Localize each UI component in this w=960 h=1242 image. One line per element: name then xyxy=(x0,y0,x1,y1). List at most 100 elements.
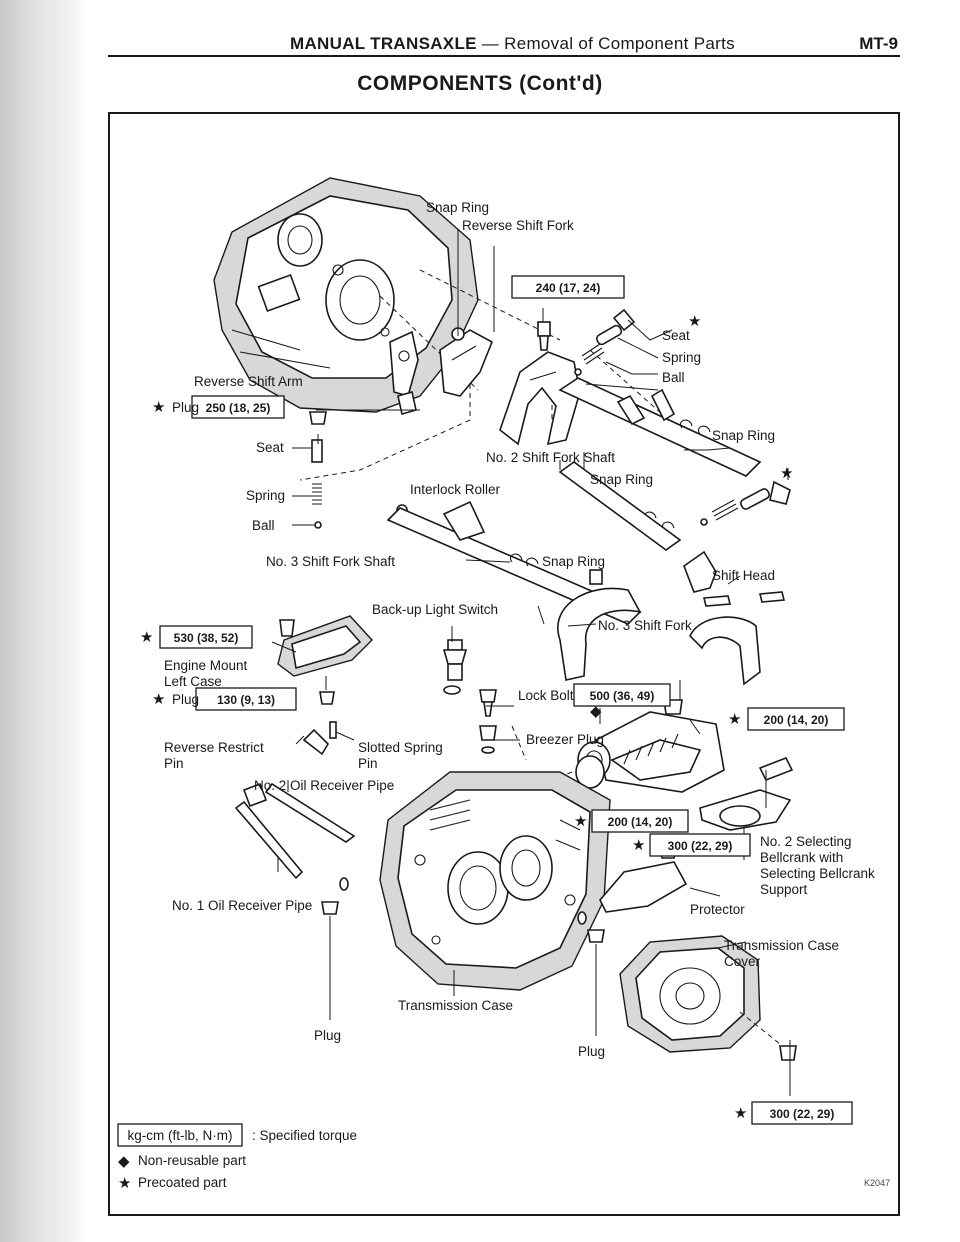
label-no2-shift-fork-shaft: No. 2 Shift Fork Shaft xyxy=(486,450,615,465)
header-section: MANUAL TRANSAXLE xyxy=(290,34,477,53)
label-slotted-spring-1: Slotted Spring xyxy=(358,740,443,755)
selecting-bellcrank-drawing xyxy=(577,699,794,831)
precoated-star-icon: ★ xyxy=(734,1104,747,1122)
label-slotted-spring-2: Pin xyxy=(358,756,378,771)
label-backup-light-switch: Back-up Light Switch xyxy=(372,602,498,617)
label-transmission-case: Transmission Case xyxy=(398,998,513,1013)
legend-nonreusable: Non-reusable part xyxy=(138,1153,246,1168)
precoated-star-icon: ★ xyxy=(140,628,153,646)
torque-box-200b xyxy=(591,809,689,833)
nonreusable-diamond-icon: ◆ xyxy=(590,702,602,720)
torque-500: 500 (36, 49) xyxy=(590,689,655,703)
shift-head-drawing xyxy=(683,550,786,607)
no3-shift-fork-drawing xyxy=(557,569,761,686)
label-lock-bolt: Lock Bolt xyxy=(518,688,574,703)
label-interlock-roller: Interlock Roller xyxy=(410,482,501,497)
header-subsection: — Removal of Component Parts xyxy=(476,34,735,53)
label-spring-right: Spring xyxy=(662,350,701,365)
precoated-star-icon: ★ xyxy=(152,398,165,416)
label-plug-1: Plug xyxy=(172,400,199,415)
legend-diamond-icon: ◆ xyxy=(118,1152,130,1170)
torque-box-130 xyxy=(195,687,297,711)
torque-box-250 xyxy=(191,395,285,419)
label-no2-selecting-1: No. 2 Selecting xyxy=(760,834,852,849)
label-reverse-restrict-2: Pin xyxy=(164,756,184,771)
torque-200b: 200 (14, 20) xyxy=(608,815,673,829)
torque-box-300b xyxy=(751,1101,853,1125)
lock-bolt-drawing xyxy=(479,689,497,717)
torque-box-300a xyxy=(649,833,751,857)
label-spring-left: Spring xyxy=(246,488,285,503)
label-shift-head: Shift Head xyxy=(712,568,775,583)
label-no3-shift-fork-shaft: No. 3 Shift Fork Shaft xyxy=(266,554,395,569)
section-title: COMPONENTS (Cont'd) xyxy=(357,72,603,95)
precoated-star-icon: ★ xyxy=(688,312,701,330)
label-no2-oil-receiver-pipe: No. 2 Oil Receiver Pipe xyxy=(254,778,394,793)
torque-530: 530 (38, 52) xyxy=(174,631,239,645)
seat-spring-ball-right-drawing xyxy=(574,308,636,376)
legend-unit-desc: : Specified torque xyxy=(252,1128,357,1143)
transmission-case-cover-drawing xyxy=(619,935,797,1061)
label-ball-right: Ball xyxy=(662,370,685,385)
label-no2-selecting-4: Support xyxy=(760,882,808,897)
label-snap-ring-top: Snap Ring xyxy=(426,200,489,215)
torque-240: 240 (17, 24) xyxy=(536,281,601,295)
legend-unit-text: kg-cm (ft-lb, N·m) xyxy=(128,1128,233,1143)
torque-300b: 300 (22, 29) xyxy=(770,1107,835,1121)
no2-shift-fork-drawing xyxy=(499,351,581,446)
no2-oil-receiver-pipe-drawing xyxy=(242,782,356,843)
no2-shift-fork-shaft-drawing xyxy=(558,377,762,477)
engine-mount-drawing xyxy=(277,615,373,677)
label-no2-selecting-2: Bellcrank with xyxy=(760,850,843,865)
torque-200a: 200 (14, 20) xyxy=(764,713,829,727)
label-snap-ring-right: Snap Ring xyxy=(712,428,775,443)
label-seat-right: Seat xyxy=(662,328,690,343)
torque-box-200a xyxy=(747,707,845,731)
precoated-star-icon: ★ xyxy=(728,710,741,728)
reverse-restrict-pin-drawing xyxy=(302,721,337,756)
reverse-shift-fork-drawing xyxy=(439,327,494,397)
label-ball-left: Ball xyxy=(252,518,275,533)
label-snap-ring-mid: Snap Ring xyxy=(590,472,653,487)
legend-unit-box xyxy=(117,1123,243,1147)
snap-ring-right-drawing xyxy=(680,419,711,435)
transmission-case-drawing xyxy=(379,771,611,991)
no1-oil-receiver-pipe-drawing xyxy=(234,800,304,880)
label-transmission-case-cover-2: Cover xyxy=(724,954,761,969)
precoated-star-icon: ★ xyxy=(780,464,793,482)
label-plug-bottom-left: Plug xyxy=(314,1028,341,1043)
legend-precoated: Precoated part xyxy=(138,1175,227,1190)
gasket-bottom-mid-drawing xyxy=(577,911,587,925)
precoated-star-icon: ★ xyxy=(152,690,165,708)
torque-box-530 xyxy=(159,625,253,649)
label-snap-ring-lower: Snap Ring xyxy=(542,554,605,569)
label-breezer-plug: Breezer Plug xyxy=(526,732,604,747)
label-reverse-restrict-1: Reverse Restrict xyxy=(164,740,264,755)
figure-frame xyxy=(108,112,900,1216)
plug-bottom-mid-drawing xyxy=(587,929,605,943)
backup-light-switch-drawing xyxy=(442,639,468,695)
precoated-star-icon: ★ xyxy=(632,836,645,854)
page-spine-shadow xyxy=(0,0,88,1242)
label-no1-oil-receiver-pipe: No. 1 Oil Receiver Pipe xyxy=(172,898,312,913)
torque-300a: 300 (22, 29) xyxy=(668,839,733,853)
bolt-240-drawing xyxy=(537,321,551,351)
label-plug-2: Plug xyxy=(172,692,199,707)
plug-bottom-left-drawing xyxy=(321,901,339,915)
label-no2-selecting-3: Selecting Bellcrank xyxy=(760,866,875,881)
label-plug-bottom-mid: Plug xyxy=(578,1044,605,1059)
torque-130: 130 (9, 13) xyxy=(217,693,275,707)
plug-spring-ball-far-right-drawing xyxy=(700,480,791,526)
label-seat-left: Seat xyxy=(256,440,284,455)
seat-spring-ball-left-drawing xyxy=(309,411,327,529)
label-protector: Protector xyxy=(690,902,745,917)
label-engine-mount-2: Left Case xyxy=(164,674,222,689)
label-no3-shift-fork: No. 3 Shift Fork xyxy=(598,618,692,633)
snap-ring-lower-drawing xyxy=(510,553,539,567)
label-reverse-shift-fork: Reverse Shift Fork xyxy=(462,218,574,233)
plug-130-drawing xyxy=(319,691,335,705)
label-engine-mount-1: Engine Mount xyxy=(164,658,248,673)
torque-box-240 xyxy=(511,275,625,299)
reverse-shift-arm-drawing xyxy=(389,330,419,416)
